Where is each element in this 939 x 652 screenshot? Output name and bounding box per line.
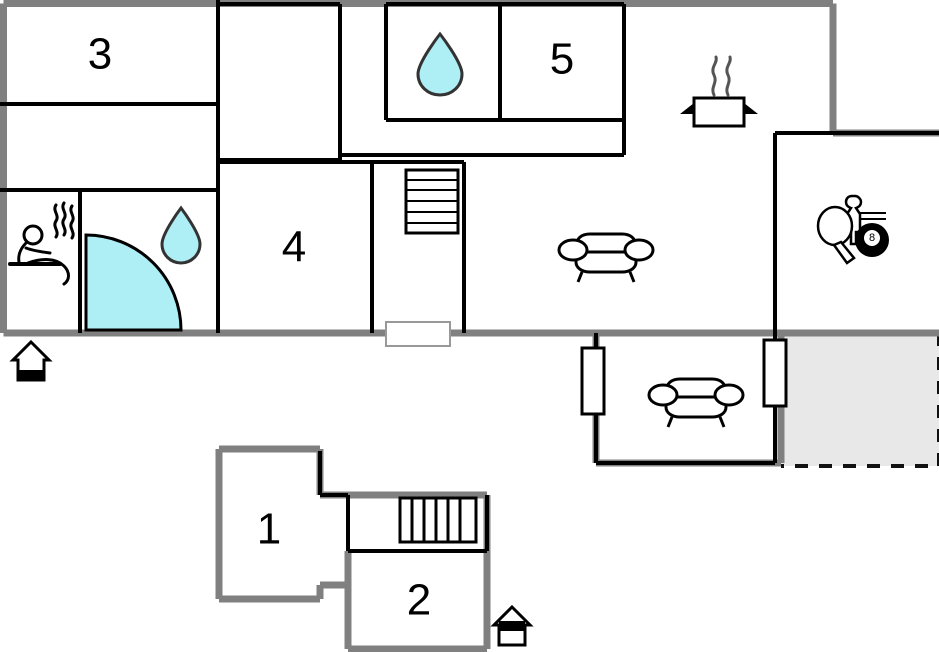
whirlpool-quarter-icon	[84, 233, 183, 332]
games-room-icon: 8	[816, 194, 889, 265]
house-entrance-icon	[9, 339, 53, 382]
sofa-icon	[557, 232, 655, 283]
house-entrance-icon	[490, 604, 534, 647]
stairs-icon	[404, 168, 460, 235]
svg-text:8: 8	[869, 232, 875, 244]
room-number-2: 2	[407, 576, 431, 625]
door-element[interactable]	[385, 321, 451, 347]
room-number-4: 4	[282, 223, 306, 272]
room-number-5: 5	[550, 35, 574, 84]
water-drop-icon	[416, 31, 464, 97]
water-drop-icon	[160, 205, 202, 265]
sofa-icon	[647, 377, 745, 428]
terrace-area	[781, 333, 939, 468]
room-number-1: 1	[257, 505, 281, 554]
inner-walls	[0, 0, 939, 465]
stairs-icon	[398, 496, 478, 544]
cooking-pot-icon	[680, 55, 758, 128]
inner-walls-lower-building	[318, 451, 489, 553]
window-element[interactable]	[580, 346, 606, 416]
sauna-person-icon	[8, 201, 75, 286]
room-number-3: 3	[88, 30, 112, 79]
window-element[interactable]	[762, 338, 788, 408]
